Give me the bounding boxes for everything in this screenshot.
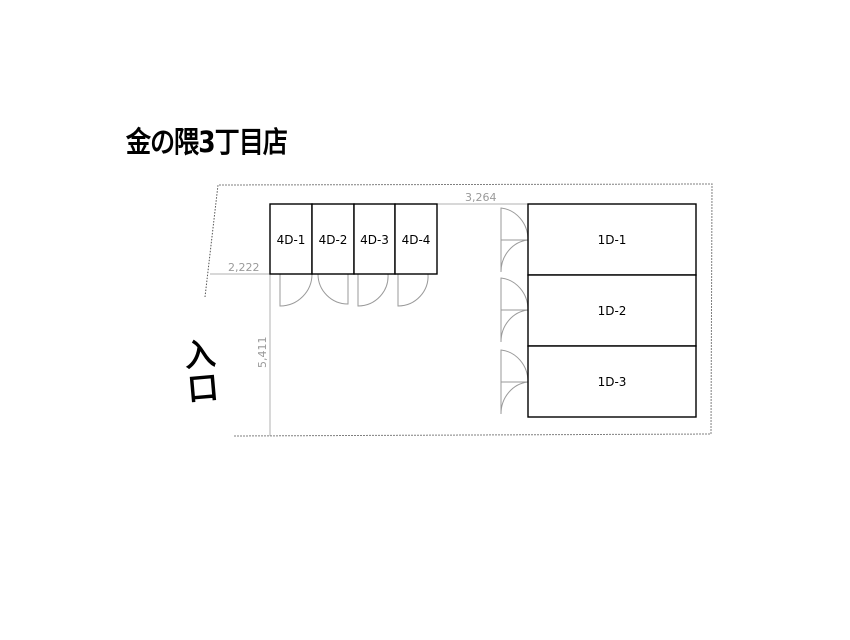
unit-labels: 4D-1 4D-2 4D-3 4D-4 1D-1 1D-2 1D-3	[277, 233, 627, 389]
door-arc-4d-4	[397, 273, 429, 307]
door-arc-4d-3	[357, 273, 389, 307]
unit-label-4d-2: 4D-2	[319, 233, 348, 247]
unit-1d-3-box[interactable]	[527, 345, 697, 418]
unit-label-4d-1: 4D-1	[277, 233, 306, 247]
lot-boundary	[204, 183, 713, 437]
dimension-lines	[210, 203, 528, 436]
door-arc-1d-3b	[500, 381, 529, 415]
unit-label-1d-2: 1D-2	[598, 304, 627, 318]
door-arc-1d-1b	[500, 239, 529, 273]
unit-4d-4-box[interactable]	[394, 203, 438, 275]
unit-label-4d-4: 4D-4	[402, 233, 431, 247]
door-arc-1d-1a	[500, 207, 529, 241]
left-gap-dimension: 2,222	[228, 261, 260, 274]
door-arcs-4d	[279, 273, 429, 307]
units-4d	[269, 203, 438, 275]
top-gap-dimension: 3,264	[465, 191, 497, 204]
unit-label-1d-1: 1D-1	[598, 233, 627, 247]
door-arc-1d-2b	[500, 309, 529, 343]
unit-1d-1-box[interactable]	[527, 203, 697, 276]
unit-label-4d-3: 4D-3	[360, 233, 389, 247]
unit-4d-1-box[interactable]	[269, 203, 313, 275]
units-1d	[527, 203, 697, 418]
unit-1d-2-box[interactable]	[527, 274, 697, 347]
door-arc-4d-1	[279, 273, 313, 307]
store-title: 金の隈3丁目店	[126, 125, 288, 159]
unit-4d-2-box[interactable]	[311, 203, 355, 275]
unit-4d-3-box[interactable]	[353, 203, 396, 275]
door-arc-1d-3a	[500, 349, 529, 383]
unit-label-1d-3: 1D-3	[598, 375, 627, 389]
depth-dimension: 5,411	[256, 337, 269, 369]
door-arc-1d-2a	[500, 277, 529, 311]
door-arc-4d-2	[317, 273, 349, 305]
lot-boundary-line	[204, 183, 713, 437]
door-arcs-1d	[500, 207, 529, 415]
dimension-labels: 3,264 2,222 5,411	[228, 191, 497, 368]
